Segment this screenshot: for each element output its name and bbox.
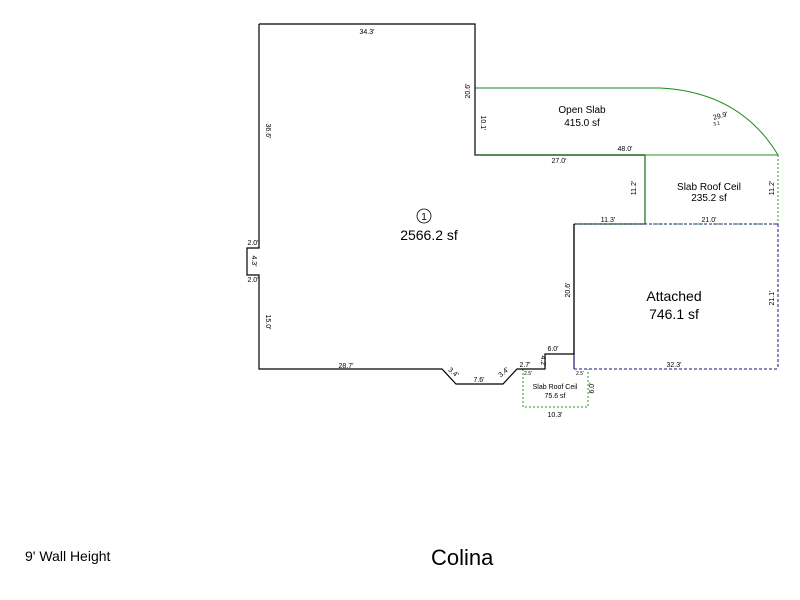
dim-small-right: 6.0' [589,382,596,393]
dim-attached-bottom: 32.3' [667,362,682,369]
dim-step-a: 2.7' [519,362,530,369]
dim-small-right-top: 2.5' [576,371,584,377]
dim-slab-arc: 29.9' [712,111,728,122]
slab-roof-ceil-small-name: Slab Roof Ceil [533,384,578,391]
attached-sf: 746.1 sf [649,306,699,322]
dim-attached-left: 20.6' [565,283,572,298]
dim-step-c: 6.0' [547,346,558,353]
dim-roof-bottom-left: 11.3' [601,217,615,224]
slab-roof-ceil-large-area [574,154,779,225]
dim-main-right-upper: 20.6' [465,84,472,99]
dim-bottom-mid: 7.6' [473,377,484,384]
dim-bottom-main: 28.7' [339,363,354,370]
dim-left-notch-mid: 4.3' [250,255,257,266]
dim-slab-arc-sub: 3.1 [713,120,721,128]
dim-top: 34.3' [360,29,375,36]
dim-roof-right: 11.2' [769,181,776,195]
slab-roof-ceil-small-area [522,369,589,408]
slab-roof-ceil-small-sf: 75.6 sf [544,393,565,400]
dim-left-upper: 36.6' [264,124,271,139]
area-number-circle [416,208,432,224]
main-area-outline [246,23,645,385]
slab-roof-ceil-large-name: Slab Roof Ceil [677,182,741,193]
slab-roof-ceil-large-sf: 235.2 sf [691,193,727,204]
dim-roof-left: 11.2' [631,181,638,195]
dim-roof-bottom: 21.0' [702,217,717,224]
dim-bottom-diag1: 3.4' [446,367,459,379]
dim-attached-right: 21.1' [769,291,776,306]
attached-name: Attached [646,288,701,304]
area-number: 1 [421,212,427,223]
plan-title: Colina [431,545,494,570]
dim-small-left-top: 2.5' [524,371,532,377]
dim-step-b: 4.2' [539,355,546,366]
dim-slab-bottom-outer: 48.0' [618,146,633,153]
dim-main-right-upper-inner: 10.1' [479,116,486,131]
dim-left-lower: 15.0' [264,315,271,330]
open-slab-name: Open Slab [558,105,606,116]
dim-small-bottom: 10.3' [548,412,563,419]
open-slab-outline [474,87,779,156]
open-slab-area [474,87,779,156]
dim-slab-bottom-inner: 27.0' [552,158,567,165]
dim-left-notch-top: 2.0' [247,240,258,247]
main-area-labels: 1 2566.2 sf [400,208,458,243]
open-slab-sf: 415.0 sf [564,118,600,129]
main-area-sf: 2566.2 sf [400,227,458,243]
wall-height-note: 9' Wall Height [25,548,111,564]
dim-left-notch-bottom: 2.0' [247,277,258,284]
